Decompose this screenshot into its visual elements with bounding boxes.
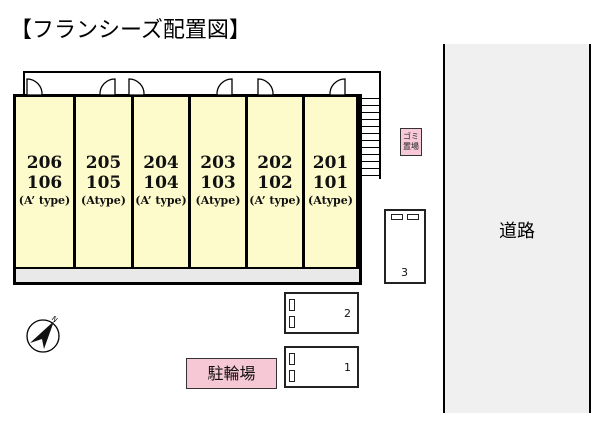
unit-type: (A’ type) — [18, 194, 71, 207]
unit-type: (Atype) — [308, 194, 353, 207]
garbage-area: ゴミ 置場 — [400, 128, 422, 156]
parking-number: 1 — [344, 361, 351, 374]
wheel-stop — [289, 353, 295, 365]
garbage-label-line2: 置場 — [403, 142, 419, 151]
parking-space-3[interactable]: 3 — [384, 209, 426, 284]
unit-upper-number: 206 — [26, 153, 63, 173]
wheel-stop — [407, 214, 419, 220]
compass-icon: N — [26, 313, 62, 353]
apartment-building: 206 106 (A’ type) 205 105 (Atype) 204 10… — [13, 94, 362, 285]
unit-lower-number: 101 — [312, 173, 349, 193]
unit-upper-number: 203 — [200, 153, 236, 173]
wheel-stop — [289, 370, 295, 382]
unit-lower-number: 106 — [26, 173, 63, 193]
wheel-stop — [391, 214, 403, 220]
unit-205-105[interactable]: 205 105 (Atype) — [76, 97, 134, 267]
unit-upper-number: 205 — [85, 153, 122, 173]
unit-201-101[interactable]: 201 101 (Atype) — [305, 97, 359, 267]
svg-text:N: N — [50, 315, 59, 325]
unit-lower-number: 104 — [143, 173, 179, 193]
balcony — [16, 267, 359, 282]
unit-lower-number: 102 — [257, 173, 293, 193]
unit-type: (A’ type) — [249, 194, 301, 207]
stairs — [362, 96, 380, 178]
unit-206-106[interactable]: 206 106 (A’ type) — [16, 97, 76, 267]
unit-upper-number: 202 — [257, 153, 293, 173]
unit-type: (A’ type) — [135, 194, 187, 207]
unit-204-104[interactable]: 204 104 (A’ type) — [134, 97, 191, 267]
unit-202-102[interactable]: 202 102 (A’ type) — [248, 97, 305, 267]
wheel-stop — [289, 299, 295, 311]
unit-upper-number: 201 — [312, 153, 349, 173]
parking-number: 2 — [344, 307, 351, 320]
unit-203-103[interactable]: 203 103 (Atype) — [191, 97, 248, 267]
parking-space-2[interactable]: 2 — [284, 292, 359, 334]
bicycle-parking: 駐輪場 — [186, 358, 277, 389]
road-label: 道路 — [499, 221, 535, 242]
unit-upper-number: 204 — [143, 153, 179, 173]
road: 道路 — [443, 44, 591, 413]
unit-lower-number: 105 — [85, 173, 122, 193]
unit-type: (Atype) — [195, 194, 241, 207]
corridor-right-wall — [379, 71, 381, 179]
parking-number: 3 — [401, 266, 408, 279]
unit-type: (Atype) — [81, 194, 126, 207]
page-title: 【フランシーズ配置図】 — [10, 18, 251, 43]
unit-lower-number: 103 — [200, 173, 236, 193]
garbage-label-line1: ゴミ — [403, 132, 419, 141]
parking-space-1[interactable]: 1 — [284, 346, 359, 388]
wheel-stop — [289, 316, 295, 328]
